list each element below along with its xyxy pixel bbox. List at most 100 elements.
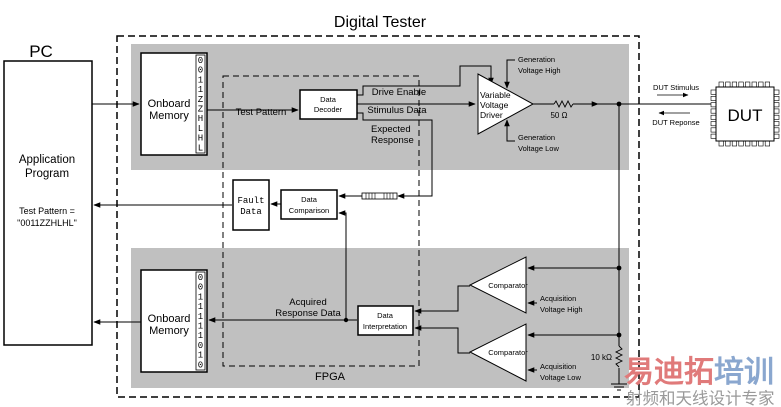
bottom-memory-bit-column: [195, 271, 206, 371]
gen-low-label1: Generation: [518, 133, 555, 142]
drive-enable-label: Drive Enable: [372, 87, 426, 98]
dut-pin: [718, 140, 724, 147]
watermark-sub: 射频和天线设计专家: [626, 389, 775, 407]
top-memory-label2: Memory: [149, 110, 189, 122]
memory-bit: 1: [198, 85, 203, 95]
memory-bit: 1: [198, 331, 203, 341]
acq-low-label2: Voltage Low: [540, 373, 581, 382]
memory-bit: Z: [198, 95, 204, 105]
dut-pin: [764, 140, 771, 147]
data-decoder-label2: Decoder: [314, 105, 343, 114]
memory-bit: 0: [198, 283, 203, 293]
memory-bit: 0: [198, 273, 203, 283]
stimulus-data-label: Stimulus Data: [367, 105, 427, 116]
data-comparison-label1: Data: [301, 195, 318, 204]
gen-high-label2: Voltage High: [518, 66, 561, 75]
dut-label: DUT: [728, 106, 763, 125]
data-interpretation-label1: Data: [377, 311, 394, 320]
dut-pin: [725, 140, 731, 147]
test-pattern-label: Test Pattern =: [19, 206, 75, 216]
driver-label2: Voltage: [480, 100, 509, 110]
dut-pin: [731, 81, 738, 88]
resistor-10k-icon: [614, 345, 624, 368]
dut-pin: [773, 89, 780, 95]
memory-bit: 1: [198, 292, 203, 302]
memory-bit: Z: [198, 105, 204, 115]
dut-pin: [718, 81, 724, 88]
dut-pin: [745, 140, 751, 147]
dut-pin: [710, 102, 717, 108]
dut-stimulus-label: DUT Stimulus: [653, 83, 699, 92]
gen-high-label1: Generation: [518, 55, 555, 64]
acquired-response-label1: Acquired: [289, 297, 327, 308]
digital-tester-title: Digital Tester: [334, 14, 427, 31]
fault-data-label1: Fault: [237, 196, 264, 206]
expected-response-label2: Response: [371, 135, 414, 146]
pc-box: [3, 60, 93, 346]
comparator-low-output: [414, 325, 470, 354]
fpga-title: FPGA: [315, 371, 346, 383]
top-memory-bit-column: [195, 54, 206, 154]
acq-high-label2: Voltage High: [540, 305, 583, 314]
app-program-line2: Program: [25, 168, 69, 180]
driver-label1: Variable: [480, 90, 511, 100]
dut-pin: [738, 140, 744, 147]
fault-data-label2: Data: [240, 207, 262, 217]
dut-pin: [710, 114, 717, 120]
dut-pin: [710, 89, 717, 95]
dut-pin: [725, 81, 731, 88]
expected-response-line: [357, 112, 433, 199]
dut-pin: [773, 114, 780, 120]
driver-label3: Driver: [480, 110, 503, 120]
dut-pin: [758, 81, 764, 88]
test-pattern-signal-label: Test Pattern: [236, 107, 287, 118]
memory-bit: L: [198, 143, 203, 153]
dut-pin: [751, 140, 757, 147]
acq-high-label1: Acquisition: [540, 294, 576, 303]
memory-bit: 0: [198, 341, 203, 351]
comparator-high: [468, 256, 527, 314]
dut-pins: [710, 81, 780, 147]
dut-pin: [738, 81, 744, 88]
memory-bit: 0: [198, 56, 203, 66]
gen-low-label2: Voltage Low: [518, 144, 559, 153]
variable-voltage-driver: [477, 73, 535, 135]
acquired-to-comparison-line: [338, 210, 347, 320]
acq-low-label1: Acquisition: [540, 362, 576, 371]
watermark-main-part2: 培训: [714, 355, 774, 390]
gen-voltage-low-line: [504, 119, 515, 142]
watermark-main-part1: 易迪拓: [624, 355, 714, 390]
dut-pin: [710, 133, 717, 139]
dut-pin: [773, 96, 780, 101]
fault-data-block: [232, 179, 270, 231]
data-interpretation-label2: Interpretation: [363, 322, 407, 331]
memory-bit: 1: [198, 312, 203, 322]
dut-pin: [710, 121, 717, 127]
top-memory-label1: Onboard: [148, 98, 191, 110]
resistor-50-label: 50 Ω: [550, 111, 567, 120]
gen-voltage-high-line: [504, 59, 515, 89]
digital-tester-boundary: [116, 35, 640, 398]
junction-dot: [343, 317, 349, 323]
memory-bit: H: [198, 114, 203, 124]
dut-pin: [758, 140, 764, 147]
bottom-memory-label1: Onboard: [148, 313, 191, 325]
dut-pin: [731, 140, 738, 147]
top-memory-bits: 0011ZZHLHL: [198, 56, 204, 153]
dut-chip: [715, 86, 775, 142]
data-decoder-block: [299, 89, 358, 120]
dut-pin: [773, 127, 780, 133]
bottom-memory-label2: Memory: [149, 325, 189, 337]
expected-response-label1: Expected: [371, 124, 411, 135]
comparator-low-label: Comparator: [488, 348, 528, 357]
app-program-line1: Application: [19, 154, 75, 166]
memory-bit: L: [198, 124, 203, 134]
drive-enable-line: [357, 65, 494, 96]
dut-pin: [745, 81, 751, 88]
dut-pin: [710, 108, 717, 114]
data-comparison-label2: Comparison: [289, 206, 329, 215]
pc-title: PC: [29, 42, 53, 61]
stimulus-panel: [131, 44, 629, 170]
comparator-low: [468, 323, 527, 382]
